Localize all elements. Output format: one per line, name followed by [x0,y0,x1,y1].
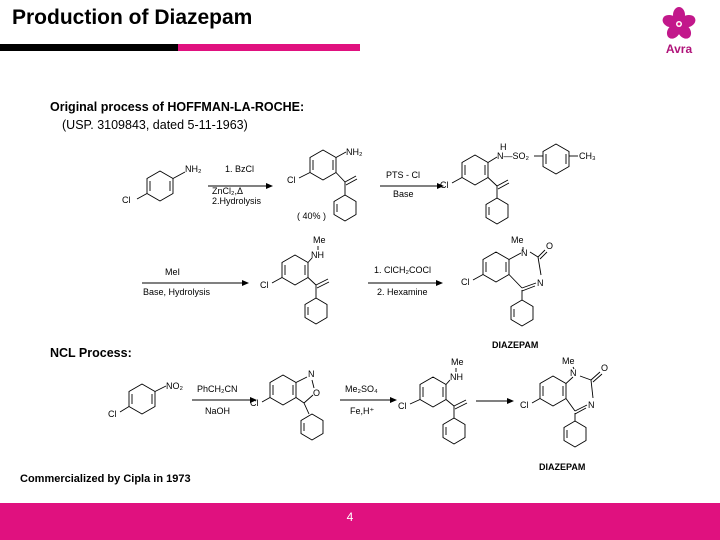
cl-label: Cl [461,277,470,287]
cl-label: Cl [520,400,529,410]
p-chloroaniline-structure: NH₂ Cl [122,164,202,205]
ncl-step2-reagent-top: Me₂SO₄ [345,384,378,394]
no2-label: NO₂ [166,381,184,391]
roche-step2-reagent-top: PTS - Cl [386,170,420,180]
ncl-step1-reagent-top: PhCH₂CN [197,384,238,394]
nh2-label: NH₂ [346,147,363,157]
o-label: O [313,388,320,398]
n-methyl-aminobenzophenone-structure-ncl: Me NH Cl [398,357,468,445]
benzisoxazole-structure: N O Cl [250,369,324,441]
roche-step1-reagent-1: 1. BzCl [225,164,254,174]
roche-step1-reagent-3: 2.Hydrolysis [212,196,262,206]
roche-step1-reagent-2: ZnCl₂,Δ [212,186,243,196]
title-underline-bar [0,44,360,51]
h-label: H [500,142,507,152]
roche-step1-yield: ( 40% ) [297,211,326,221]
logo-text: Avra [665,42,693,56]
me-label: Me [313,235,326,245]
n-label: N [521,248,528,258]
cl-label: Cl [440,180,449,190]
roche-product-label: DIAZEPAM [492,340,538,350]
roche-step3-reagent-bottom: Base, Hydrolysis [143,287,211,297]
cl-label: Cl [122,195,131,205]
title-bar-pink-segment [178,44,360,51]
cl-label: Cl [250,398,259,408]
cl-label: Cl [260,280,269,290]
nh-label: NH [311,250,324,260]
roche-step2-reagent-bottom: Base [393,189,414,199]
me-label: Me [511,235,524,245]
nh-label: NH [450,372,463,382]
avra-logo: Avra [655,6,703,58]
cl-label: Cl [287,175,296,185]
footer-bar [0,503,720,540]
nso2-label: N—SO₂ [497,151,530,161]
flower-logo-icon [662,7,696,39]
n-label: N [537,278,544,288]
diazepam-structure-ncl: N Me O N Cl [520,356,608,448]
n-label: N [308,369,315,379]
roche-step3-reagent-top: MeI [165,267,180,277]
me-label: Me [451,357,464,367]
title-bar-dark-segment [0,44,178,51]
ncl-step2-reagent-bottom: Fe,H⁺ [350,406,375,416]
n-label: N [588,400,595,410]
diazepam-structure-roche: N Me O N Cl [461,235,553,327]
me-label: Me [562,356,575,366]
roche-patent-reference: (USP. 3109843, dated 5-11-1963) [62,118,248,132]
ncl-process-heading: NCL Process: [50,346,132,360]
nh2-label: NH₂ [185,164,202,174]
ncl-step1-reagent-bottom: NaOH [205,406,230,416]
reaction-schemes: NH₂ Cl 1. BzCl ZnCl₂,Δ 2.Hydrolysis NH₂ … [108,142,608,472]
ch3-label: CH₃ [579,151,596,161]
aminochlorobenzophenone-structure: NH₂ Cl [287,147,363,222]
n-methyl-aminobenzophenone-structure: Me NH Cl [260,235,330,325]
o-label: O [546,241,553,251]
n-label: N [570,368,577,378]
commercialization-note: Commercialized by Cipla in 1973 [20,473,191,485]
roche-step4-reagent-2: 2. Hexamine [377,287,428,297]
roche-process-heading: Original process of HOFFMAN-LA-ROCHE: [50,100,305,114]
n-tosyl-intermediate-structure: N—SO₂ H CH₃ Cl [440,142,596,225]
cl-label: Cl [398,401,407,411]
p-chloronitrobenzene-structure: NO₂ Cl [108,381,184,419]
slide-title: Production of Diazepam [12,6,253,29]
ncl-product-label: DIAZEPAM [539,462,585,472]
cl-label: Cl [108,409,117,419]
o-label: O [601,363,608,373]
roche-step4-reagent-1: 1. ClCH₂COCl [374,265,431,275]
page-number: 4 [346,510,354,524]
